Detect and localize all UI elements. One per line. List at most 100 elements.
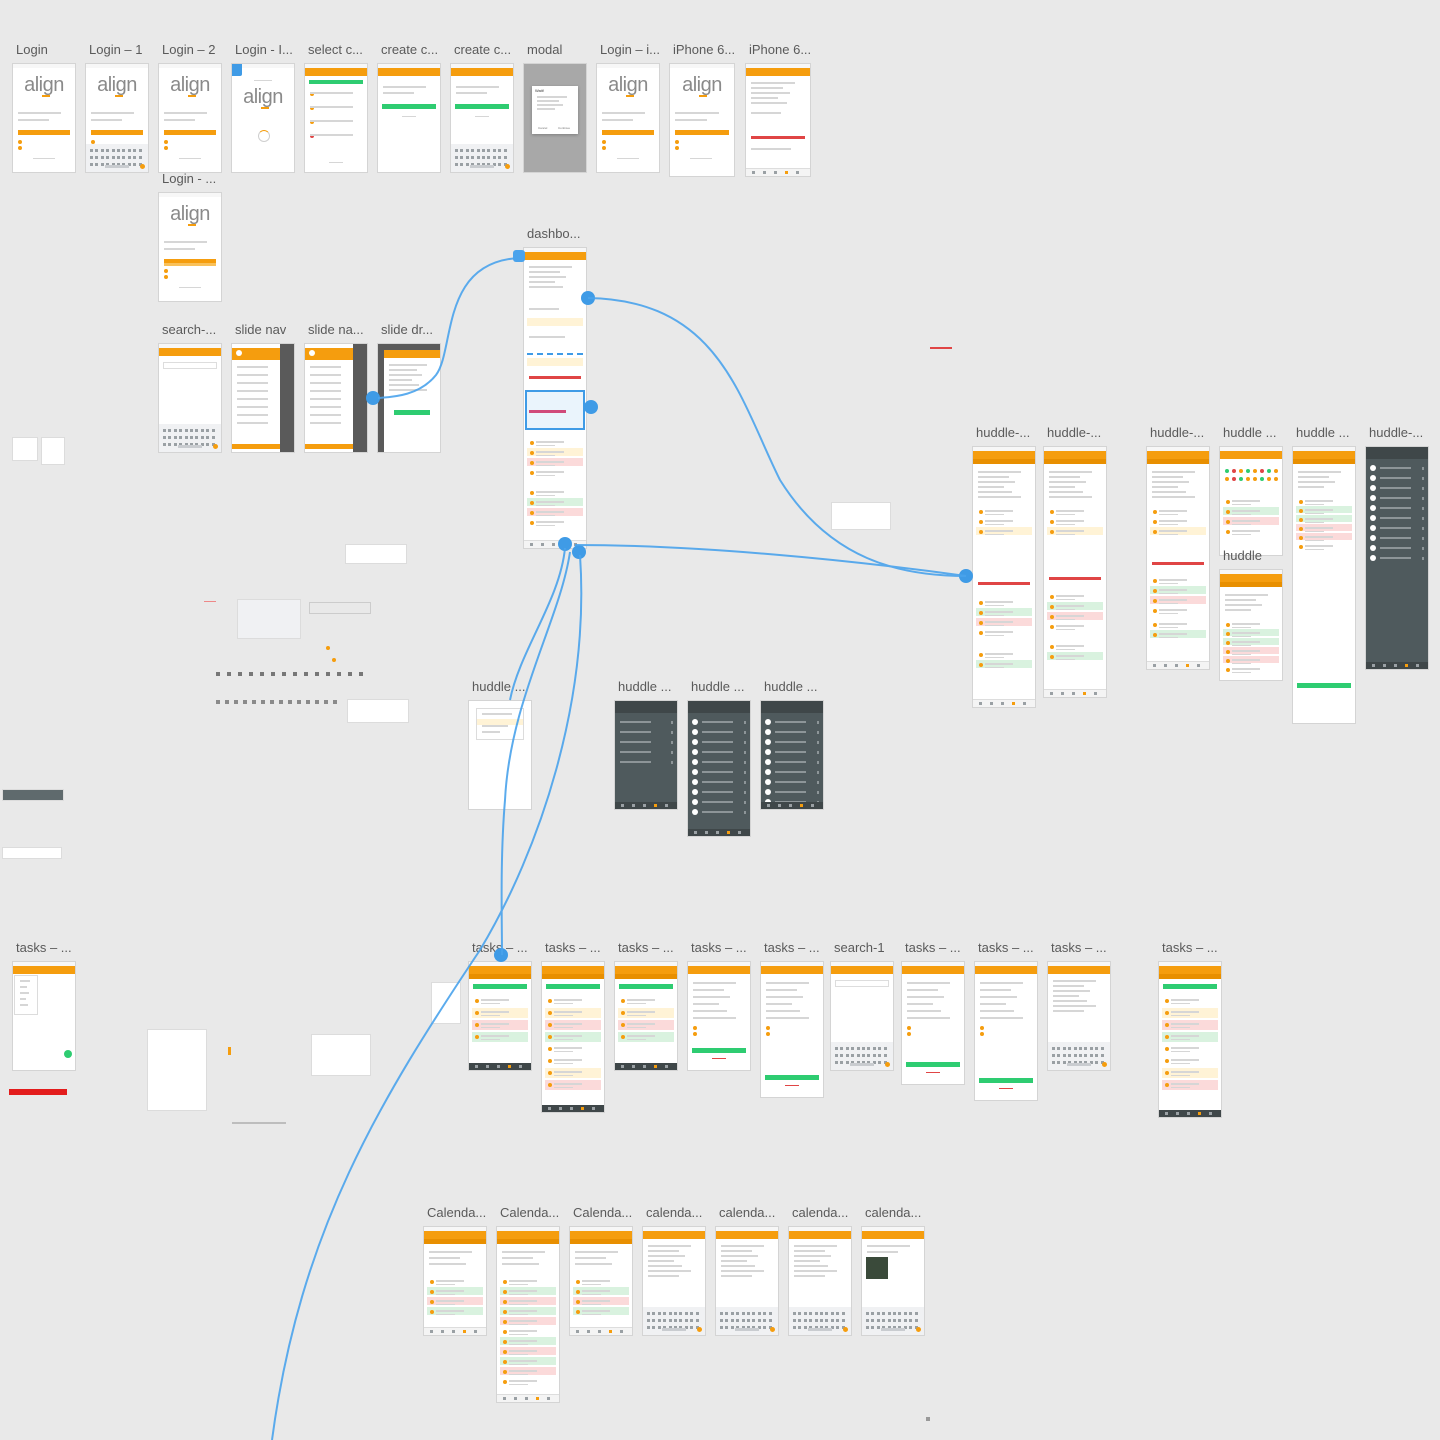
stay-signed-checkbox[interactable] (18, 146, 22, 150)
save-button[interactable] (692, 1048, 746, 1053)
artboard-title[interactable]: tasks – ... (16, 940, 72, 955)
focused-field[interactable] (164, 263, 216, 266)
filter-menu[interactable] (15, 976, 37, 1014)
checkbox[interactable] (980, 1032, 984, 1036)
save-button[interactable] (979, 1078, 1033, 1083)
artboard-title[interactable]: huddle-... (1369, 425, 1424, 440)
bottom-tab-bar[interactable] (542, 1105, 604, 1112)
create-company-button[interactable] (455, 104, 509, 109)
artboard-create-kbd[interactable] (451, 64, 513, 172)
list-card[interactable] (545, 1020, 601, 1030)
artboard-title[interactable]: search-1 (834, 940, 885, 955)
bottom-tab-bar[interactable] (570, 1327, 632, 1335)
search-company-button[interactable] (309, 80, 363, 84)
artboard-select[interactable] (305, 64, 367, 172)
artboard-huddle-tall[interactable] (973, 447, 1035, 707)
save-button[interactable] (765, 1075, 819, 1080)
task-tabs[interactable] (542, 974, 604, 979)
artboard-dark-short[interactable] (615, 701, 677, 809)
list-card[interactable] (1162, 1008, 1218, 1018)
artboard-create[interactable] (378, 64, 440, 172)
artboard-title[interactable]: select c... (308, 42, 363, 57)
artboard-login-focus[interactable]: align (159, 193, 221, 301)
artboard-huddle-tall[interactable] (1044, 447, 1106, 697)
artboard-overlay-menu[interactable] (469, 701, 531, 809)
list-card[interactable] (1162, 1032, 1218, 1042)
artboard-title[interactable]: calenda... (792, 1205, 849, 1220)
component-toast[interactable] (348, 700, 408, 722)
bottom-tab-bar[interactable] (973, 699, 1035, 707)
artboard-title[interactable]: dashbo... (527, 226, 581, 241)
task-tabs[interactable] (469, 974, 531, 979)
bottom-tab-bar[interactable] (761, 802, 823, 809)
artboard-login[interactable]: align (597, 64, 659, 172)
bottom-tab-bar[interactable] (1147, 661, 1209, 669)
search-input[interactable] (163, 362, 217, 369)
artboard-huddle-list[interactable] (1293, 447, 1355, 723)
bottom-tab-bar[interactable] (615, 1063, 677, 1070)
stray-element[interactable] (204, 601, 216, 602)
task-tabs[interactable] (1159, 974, 1221, 979)
remember-checkbox[interactable] (91, 140, 95, 144)
component-task-list[interactable] (148, 1030, 206, 1110)
artboard-title[interactable]: slide dr... (381, 322, 434, 337)
stay-signed-checkbox[interactable] (602, 146, 606, 150)
artboard-form[interactable] (975, 962, 1037, 1100)
artboard-calendar[interactable] (570, 1227, 632, 1335)
checkbox[interactable] (907, 1026, 911, 1030)
artboard-login[interactable]: align (13, 64, 75, 172)
component-dropdown-open[interactable] (42, 438, 64, 464)
artboard-title[interactable]: tasks – ... (905, 940, 961, 955)
component-text-styles[interactable] (240, 545, 298, 593)
login-button[interactable] (602, 130, 654, 135)
flow-handle-down[interactable] (494, 948, 508, 962)
stay-signed-checkbox[interactable] (164, 146, 168, 150)
list-card[interactable] (545, 1008, 601, 1018)
component-dropdown[interactable] (13, 438, 37, 460)
menu-item-selected[interactable] (477, 719, 523, 725)
stray-element[interactable] (232, 1122, 286, 1124)
task-tabs[interactable] (615, 974, 677, 979)
artboard-title[interactable]: huddle-... (1047, 425, 1102, 440)
add-task-fab[interactable] (64, 1050, 72, 1058)
artboard-title[interactable]: calenda... (719, 1205, 776, 1220)
artboard-title[interactable]: Login (16, 42, 48, 57)
flow-handle-left[interactable] (366, 391, 380, 405)
artboard-title[interactable]: slide na... (308, 322, 364, 337)
artboard-title[interactable]: create c... (381, 42, 439, 57)
component-list-row-dark[interactable] (3, 790, 63, 800)
stray-element[interactable] (926, 1417, 930, 1421)
stay-signed-checkbox[interactable] (675, 146, 679, 150)
remember-checkbox[interactable] (675, 140, 679, 144)
list-card[interactable] (545, 1080, 601, 1090)
modal-cancel-button[interactable]: Cancel (538, 126, 548, 130)
slide-drawer[interactable] (384, 350, 440, 452)
artboard-huddle-list[interactable] (1220, 570, 1282, 680)
artboard-title[interactable]: huddle (1223, 548, 1263, 563)
component-search-bar[interactable] (346, 545, 406, 563)
add-task-button[interactable] (473, 984, 527, 989)
artboard-form[interactable] (688, 962, 750, 1070)
artboard-title[interactable]: Login - ... (162, 171, 217, 186)
component-priority-card[interactable] (832, 503, 890, 529)
artboard-slidenav[interactable] (232, 344, 294, 452)
submit-button[interactable] (1297, 683, 1351, 688)
list-card[interactable] (1162, 1080, 1218, 1090)
add-task-button[interactable] (1163, 984, 1217, 989)
stray-red-element[interactable] (930, 347, 952, 349)
artboard-dark-list[interactable] (688, 701, 750, 836)
artboard-title[interactable]: search-... (162, 322, 217, 337)
artboard-tasks-menu[interactable] (13, 962, 75, 1070)
list-card[interactable] (1162, 1068, 1218, 1078)
component-list-row[interactable] (3, 848, 61, 858)
artboard-tasks[interactable] (615, 962, 677, 1070)
checkbox[interactable] (693, 1032, 697, 1036)
bottom-tab-bar[interactable] (469, 1063, 531, 1070)
artboard-login[interactable]: align (159, 64, 221, 172)
priority-card[interactable] (527, 318, 583, 326)
login-button[interactable] (675, 130, 729, 135)
component-delete-button[interactable] (9, 1089, 67, 1095)
artboard-slidenav[interactable] (305, 344, 367, 452)
stray-element[interactable] (228, 1047, 231, 1055)
